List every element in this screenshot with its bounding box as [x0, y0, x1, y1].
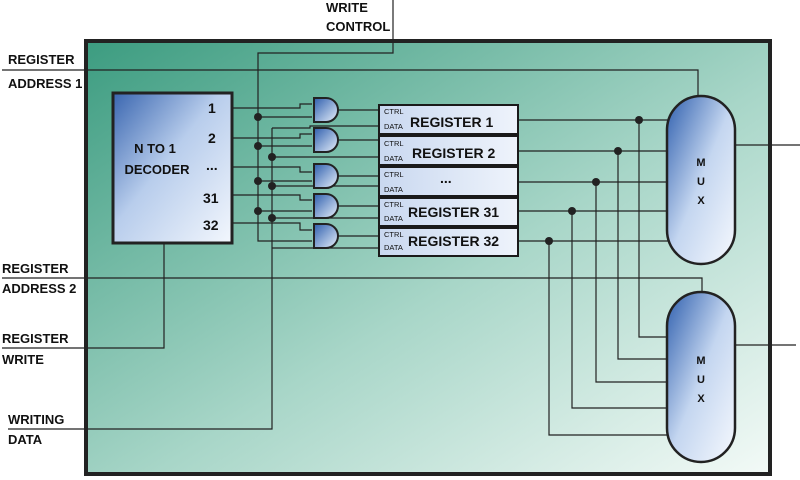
- write-control-label: WRITE CONTROL: [326, 0, 390, 34]
- svg-text:X: X: [697, 195, 705, 207]
- svg-text:X: X: [697, 393, 705, 405]
- mux-upper: M U X: [665, 94, 737, 266]
- svg-text:REGISTER 31: REGISTER 31: [408, 204, 499, 220]
- svg-text:U: U: [697, 374, 705, 386]
- decoder-output-ellipsis: ...: [206, 157, 218, 173]
- register-32: CTRL DATA REGISTER 32: [380, 229, 517, 255]
- svg-text:M: M: [696, 355, 705, 367]
- register-31: CTRL DATA REGISTER 31: [380, 199, 517, 225]
- decoder-output-1: 1: [208, 100, 216, 116]
- and-gate-31: [313, 193, 339, 219]
- svg-text:WRITE: WRITE: [326, 0, 368, 15]
- svg-text:CTRL: CTRL: [384, 139, 404, 148]
- svg-text:CTRL: CTRL: [384, 230, 404, 239]
- register-address-1-label: REGISTER ADDRESS 1: [8, 52, 82, 91]
- svg-text:DATA: DATA: [384, 214, 403, 223]
- svg-text:REGISTER: REGISTER: [2, 261, 69, 276]
- svg-text:REGISTER: REGISTER: [8, 52, 75, 67]
- register-1: CTRL DATA REGISTER 1: [380, 106, 517, 133]
- svg-text:DATA: DATA: [384, 243, 403, 252]
- and-gate-2: [313, 127, 339, 153]
- decoder-output-32: 32: [203, 217, 219, 233]
- register-ellipsis: CTRL DATA ...: [380, 168, 517, 195]
- register-write-label: REGISTER WRITE: [2, 331, 69, 367]
- and-gate-32: [313, 223, 339, 249]
- svg-text:CTRL: CTRL: [384, 200, 404, 209]
- register-2: CTRL DATA REGISTER 2: [380, 137, 517, 164]
- svg-text:ADDRESS 1: ADDRESS 1: [8, 76, 82, 91]
- svg-text:REGISTER 1: REGISTER 1: [410, 114, 493, 130]
- svg-text:DATA: DATA: [384, 154, 403, 163]
- svg-text:DATA: DATA: [384, 122, 403, 131]
- and-gate-3: [313, 163, 339, 189]
- svg-text:...: ...: [440, 170, 452, 186]
- svg-text:CONTROL: CONTROL: [326, 19, 390, 34]
- writing-data-label: WRITING DATA: [8, 412, 64, 447]
- svg-text:M: M: [696, 157, 705, 169]
- svg-text:CTRL: CTRL: [384, 170, 404, 179]
- svg-text:WRITE: WRITE: [2, 352, 44, 367]
- register-stack: CTRL DATA REGISTER 1 CTRL DATA REGISTER …: [378, 104, 519, 257]
- svg-text:REGISTER: REGISTER: [2, 331, 69, 346]
- decoder: N TO 1 DECODER 1 2 ... 31 32: [111, 91, 234, 245]
- wiring: [2, 0, 800, 436]
- and-gate-1: [313, 97, 339, 123]
- svg-text:ADDRESS 2: ADDRESS 2: [2, 281, 76, 296]
- svg-text:U: U: [697, 176, 705, 188]
- decoder-title-line-2: DECODER: [124, 162, 190, 177]
- decoder-title-line-1: N TO 1: [134, 141, 176, 156]
- decoder-output-31: 31: [203, 190, 219, 206]
- and-gates: [313, 97, 339, 249]
- decoder-output-2: 2: [208, 130, 216, 146]
- svg-text:CTRL: CTRL: [384, 107, 404, 116]
- mux-lower: M U X: [665, 290, 737, 464]
- svg-text:REGISTER 32: REGISTER 32: [408, 233, 499, 249]
- svg-text:REGISTER 2: REGISTER 2: [412, 145, 495, 161]
- junction-dots: [254, 113, 643, 245]
- register-address-2-label: REGISTER ADDRESS 2: [2, 261, 76, 296]
- svg-text:DATA: DATA: [384, 185, 403, 194]
- svg-text:DATA: DATA: [8, 432, 43, 447]
- svg-text:WRITING: WRITING: [8, 412, 64, 427]
